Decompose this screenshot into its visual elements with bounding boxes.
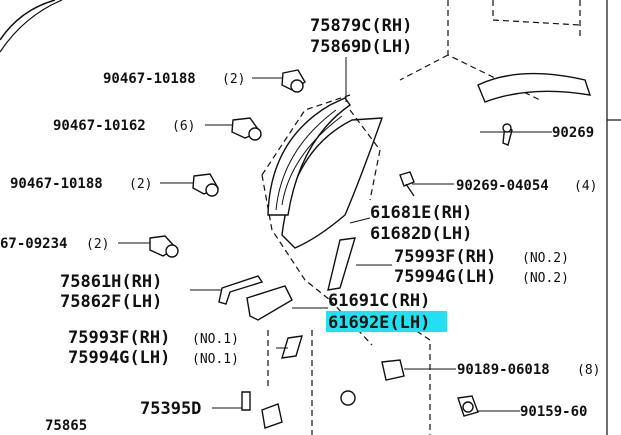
mudguard-main xyxy=(267,97,384,249)
mudflap-61691c xyxy=(246,285,293,321)
label-90467-10162[interactable]: 90467-10162 xyxy=(53,118,146,134)
bolt-90159 xyxy=(457,395,479,417)
seal-75993f-no2 xyxy=(327,237,356,291)
bracket-75861h xyxy=(218,275,264,305)
label-90269-04054[interactable]: 90269-04054 xyxy=(456,178,549,194)
fender-flare-upper xyxy=(477,72,592,146)
label-75993f-no2[interactable]: 75993F(RH) xyxy=(394,247,496,267)
tire-arc xyxy=(0,0,63,53)
label-75862f[interactable]: 75862F(LH) xyxy=(60,292,162,312)
qty-90467-10162: (6) xyxy=(172,119,195,134)
label-75861h[interactable]: 75861H(RH) xyxy=(60,272,162,292)
note-75994g-no2: (NO.2) xyxy=(522,271,569,286)
label-75869d[interactable]: 75869D(LH) xyxy=(310,37,412,57)
label-90269[interactable]: 90269 xyxy=(552,125,594,141)
clip-90189 xyxy=(381,359,405,381)
highlight-61692e xyxy=(326,311,447,332)
clip-90467-10188-top xyxy=(281,69,306,93)
label-61691c[interactable]: 61691C(RH) xyxy=(328,291,430,311)
clip-bottom-center xyxy=(340,390,356,406)
label-75993f-no1[interactable]: 75993F(RH) xyxy=(68,328,170,348)
label-61681e[interactable]: 61681E(RH) xyxy=(370,203,472,223)
label-61692e[interactable]: 61692E(LH) xyxy=(328,313,430,333)
qty-67-09234: (2) xyxy=(86,237,109,252)
label-75879c[interactable]: 75879C(RH) xyxy=(310,16,412,36)
leader-lines xyxy=(118,57,552,412)
note-75993f-no1: (NO.1) xyxy=(192,332,239,347)
clip-90467-10162 xyxy=(231,117,262,141)
label-75865[interactable]: 75865 xyxy=(45,418,87,434)
note-75994g-no1: (NO.1) xyxy=(192,352,239,367)
label-61682d[interactable]: 61682D(LH) xyxy=(370,224,472,244)
label-90467-10188-a[interactable]: 90467-10188 xyxy=(103,71,196,87)
qty-90467-10188-b: (2) xyxy=(129,177,152,192)
label-75994g-no2[interactable]: 75994G(LH) xyxy=(394,267,496,287)
screw-90269-04054 xyxy=(399,171,415,197)
label-67-09234[interactable]: 67-09234 xyxy=(0,236,67,252)
label-90159-60[interactable]: 90159-60 xyxy=(520,404,587,420)
qty-90467-10188-a: (2) xyxy=(222,72,245,87)
label-75395d[interactable]: 75395D xyxy=(140,399,201,419)
label-90467-10188-b[interactable]: 90467-10188 xyxy=(10,176,103,192)
part-75395d xyxy=(241,391,283,429)
note-75993f-no2: (NO.2) xyxy=(522,251,569,266)
clip-90467-10188-mid xyxy=(192,173,219,197)
dashed-mudguard-outline xyxy=(261,94,381,301)
label-75994g-no1[interactable]: 75994G(LH) xyxy=(68,348,170,368)
qty-90189-06018: (8) xyxy=(577,363,600,378)
qty-90269-04054: (4) xyxy=(574,179,597,194)
seal-75993f-no1 xyxy=(281,335,303,359)
clip-67-09234 xyxy=(149,235,179,258)
label-90189-06018[interactable]: 90189-06018 xyxy=(457,362,550,378)
